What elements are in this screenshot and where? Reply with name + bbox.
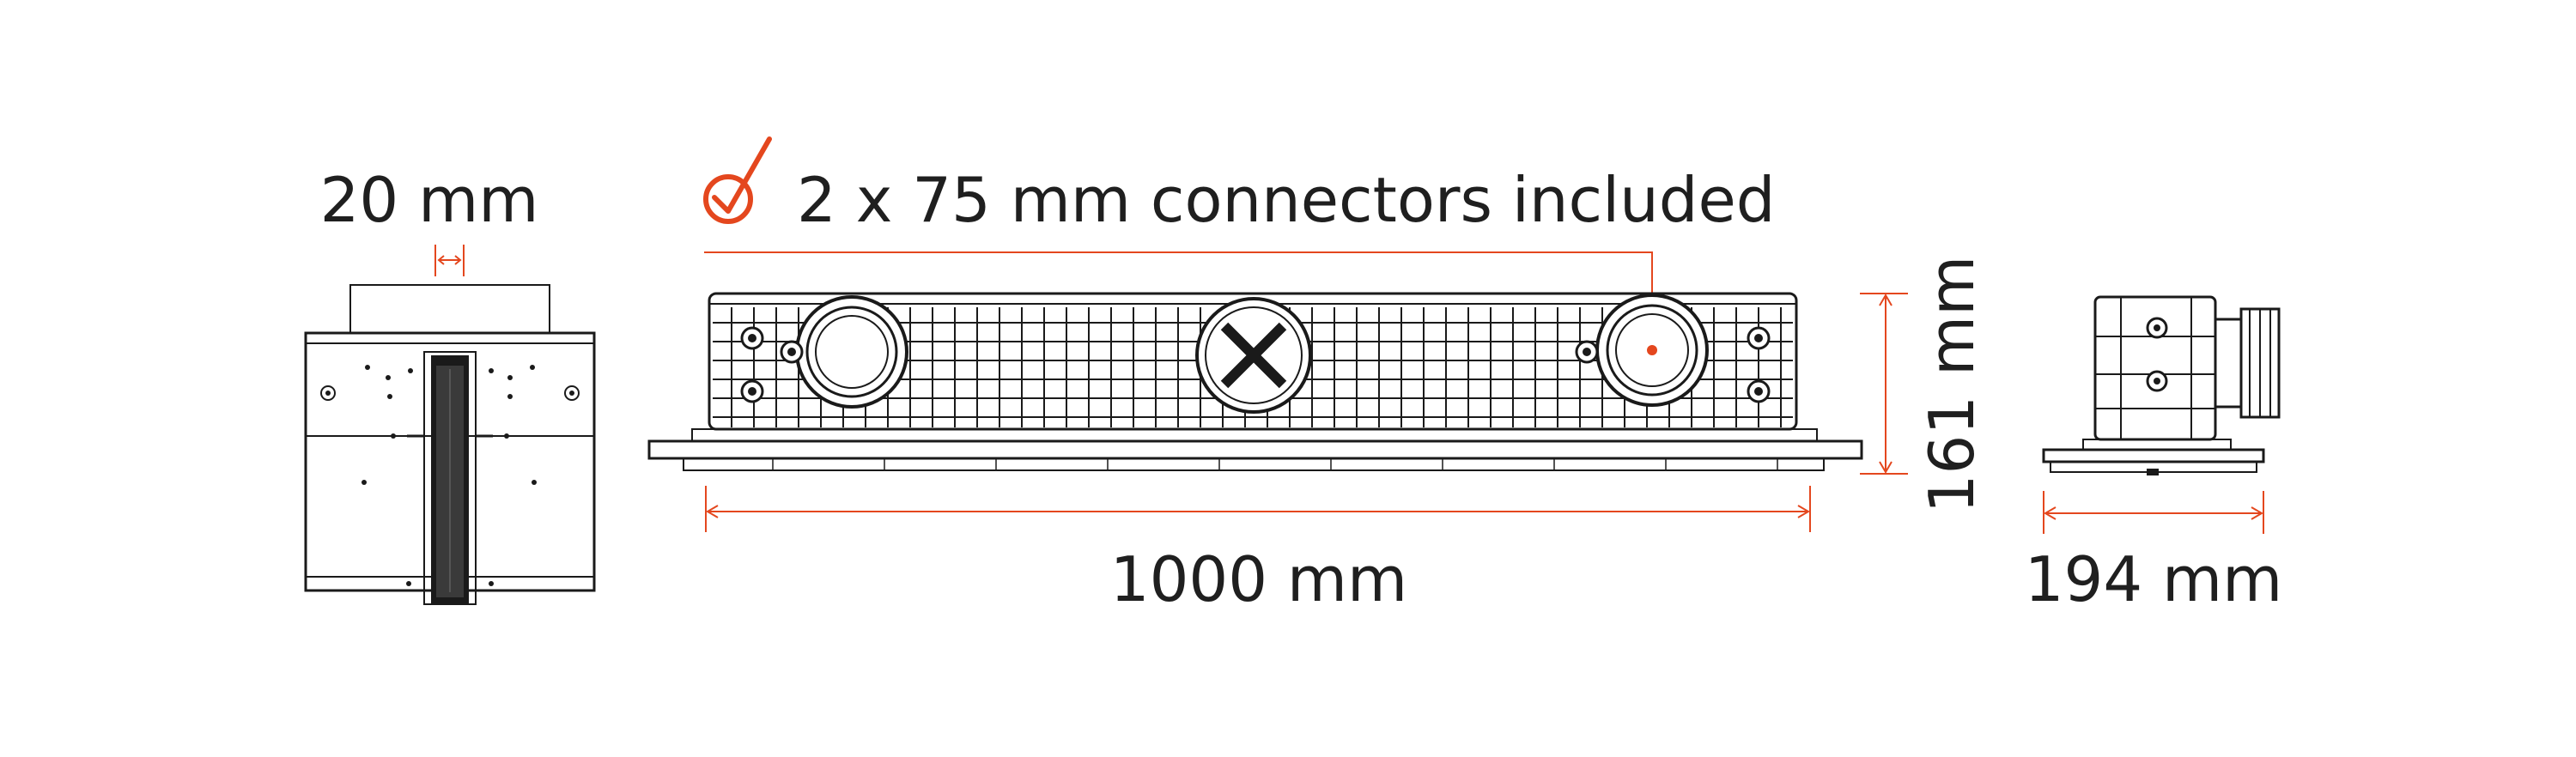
base-flange: [647, 439, 1863, 460]
end-holes: [320, 365, 580, 586]
end-view: 20 mm: [304, 164, 596, 605]
end-cap: [349, 284, 550, 334]
length-dimension: [705, 486, 1811, 532]
side-bolts: [2146, 317, 2168, 392]
side-spigot: [2214, 307, 2281, 419]
connectors-note: 2 x 75 mm connectors included: [797, 164, 1775, 236]
depth-dimension: [2043, 491, 2264, 534]
side-view: 194 mm: [2025, 295, 2283, 615]
front-view: 2 x 75 mm connectors included: [647, 136, 1988, 615]
center-outlet: [1195, 297, 1312, 414]
mounting-bolts: [740, 326, 1771, 403]
slot-width-label: 20 mm: [320, 164, 539, 236]
height-label: 161 mm: [1916, 256, 1988, 514]
check-circle-icon: [703, 136, 772, 224]
length-label: 1000 mm: [1110, 543, 1407, 615]
side-base: [2042, 448, 2265, 463]
slot-width-marker: [434, 245, 465, 276]
left-connector: [795, 295, 908, 409]
depth-label: 194 mm: [2025, 543, 2283, 615]
height-dimension: [1860, 293, 1908, 475]
